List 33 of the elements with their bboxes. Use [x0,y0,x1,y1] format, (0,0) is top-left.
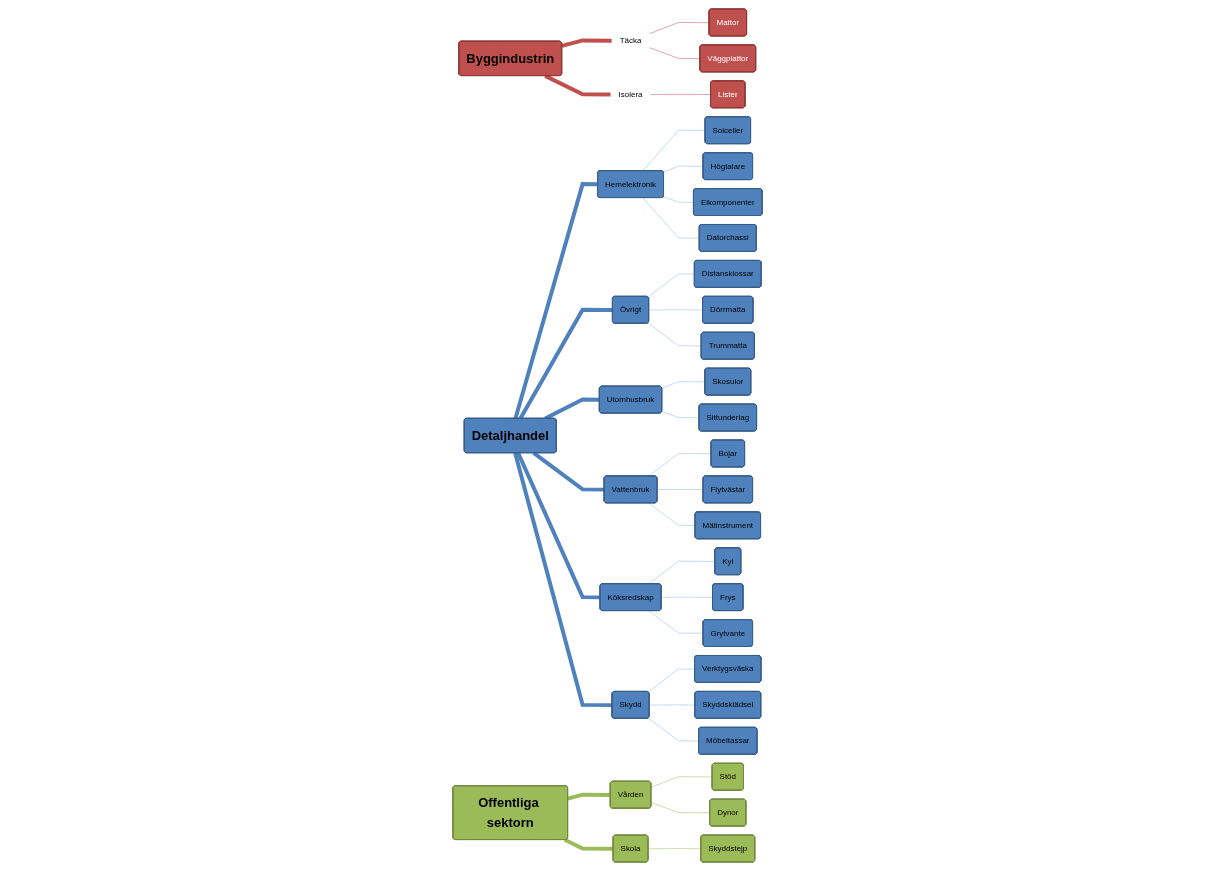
connector [642,129,706,172]
connector [648,560,716,585]
connector [647,273,695,298]
connector [650,802,711,814]
connector [661,381,706,389]
connector [648,453,712,477]
connector [513,182,598,420]
connector [561,38,613,48]
connector [516,452,601,600]
connector [648,717,700,742]
connector [642,197,700,239]
connector [532,451,605,492]
connector [648,309,704,311]
connector [661,411,700,419]
connector [648,848,702,850]
connector [648,610,704,634]
connector [648,22,710,35]
connector [513,452,613,708]
connector [518,307,613,420]
connector [649,704,696,706]
connector [567,792,611,801]
connector [663,165,704,173]
connector [648,47,701,59]
connector [663,196,694,203]
connector [661,596,714,598]
connector [657,489,704,490]
connector [647,322,702,347]
connector [650,776,713,788]
connector [563,838,614,851]
connector [648,668,696,693]
connector [544,74,612,97]
connector [648,502,696,526]
connector [650,94,712,95]
